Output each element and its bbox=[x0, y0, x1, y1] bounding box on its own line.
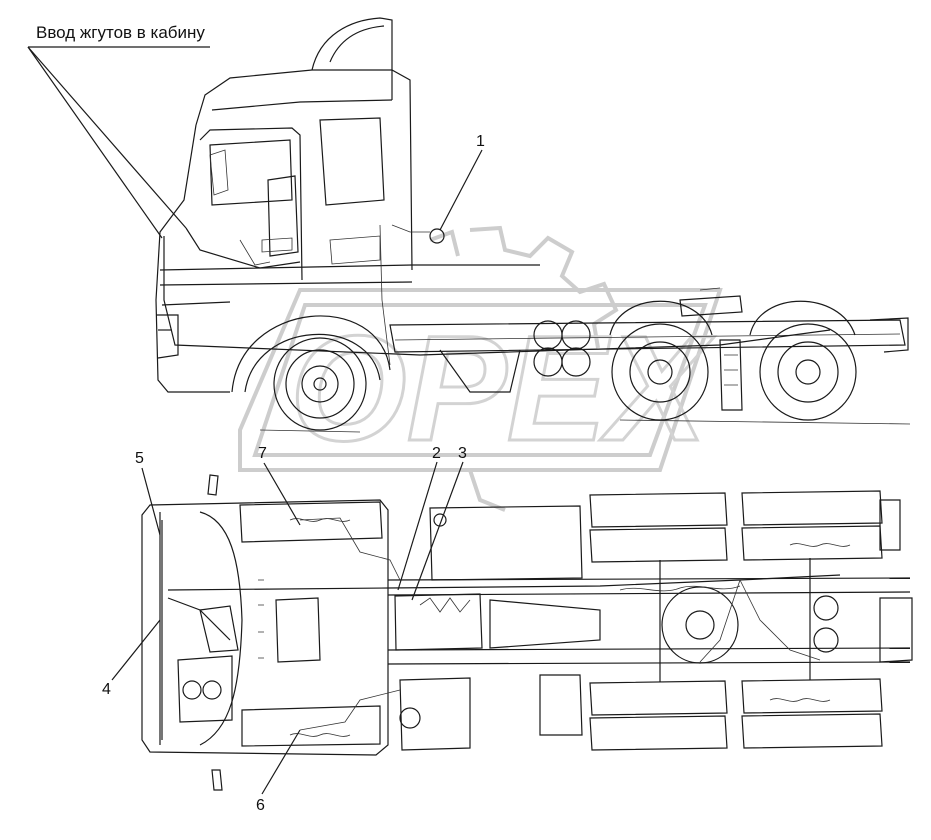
callout-1-connector bbox=[429, 228, 445, 244]
callout-7-label: 7 bbox=[258, 445, 267, 462]
callout-1-leader bbox=[439, 149, 483, 231]
callout-6-leader bbox=[261, 729, 301, 795]
watermark-logo: OPEX bbox=[238, 225, 723, 512]
callout-5-label: 5 bbox=[135, 450, 144, 467]
leader-line bbox=[27, 46, 163, 239]
callout-2-label: 2 bbox=[432, 445, 441, 462]
truck-side-view bbox=[155, 17, 911, 433]
callout-5-leader bbox=[141, 467, 161, 536]
callout-1-label: 1 bbox=[476, 133, 485, 150]
truck-top-view bbox=[141, 474, 913, 791]
watermark-text: OPEX bbox=[290, 304, 715, 472]
callout-3-label: 3 bbox=[458, 445, 467, 462]
callout-6-label: 6 bbox=[256, 797, 265, 814]
callout-3-leader bbox=[411, 461, 464, 601]
leader-line bbox=[27, 46, 187, 229]
callout-7-leader bbox=[263, 462, 301, 526]
callout-4-label: 4 bbox=[102, 681, 111, 698]
callout-2-leader bbox=[397, 461, 438, 591]
callout-4-leader bbox=[111, 619, 161, 681]
cabin-harness-entry-label: Ввод жгутов в кабину bbox=[36, 23, 205, 42]
